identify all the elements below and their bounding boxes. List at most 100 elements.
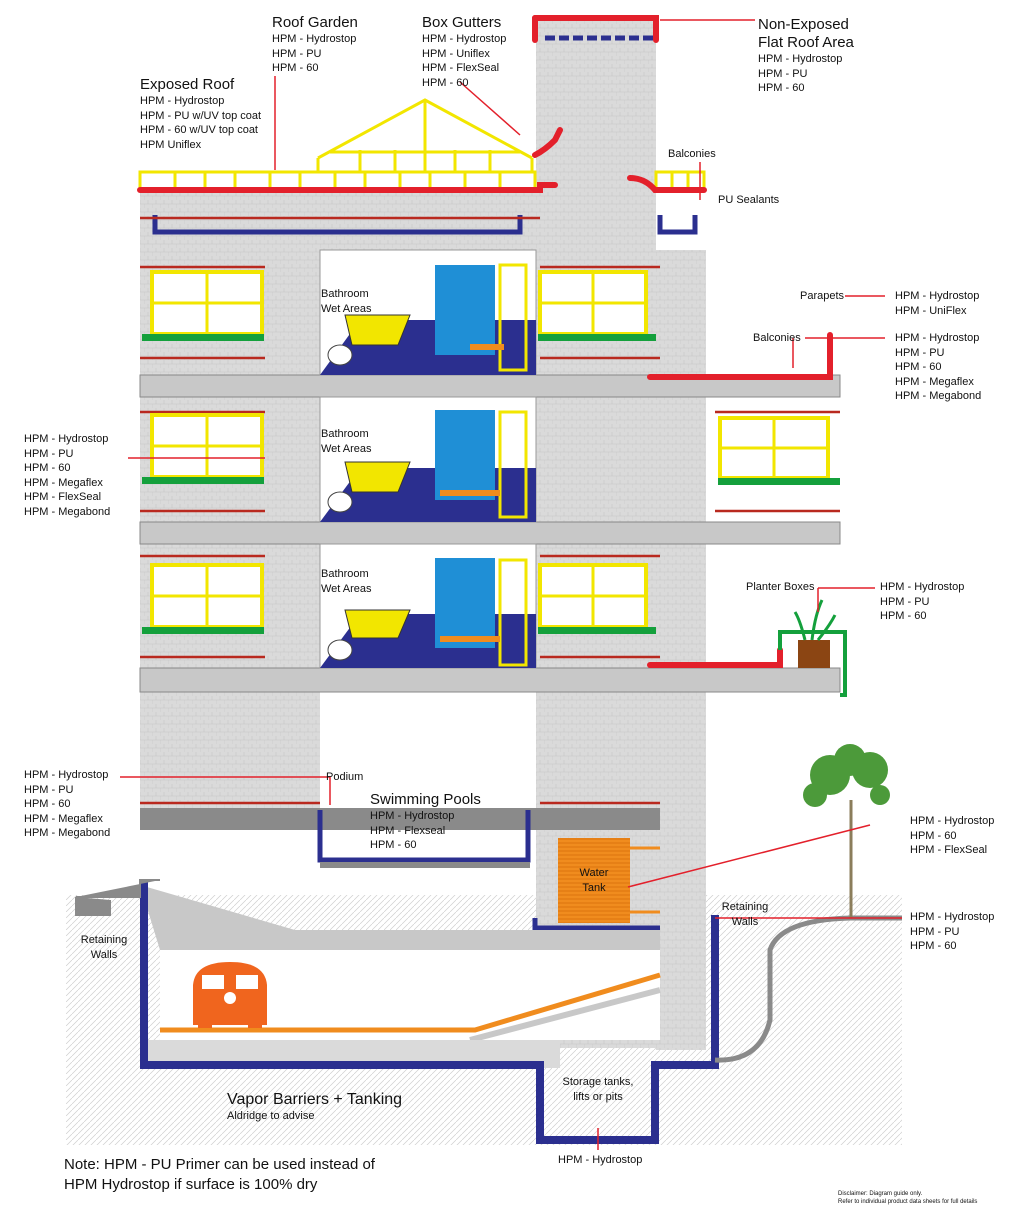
bathrooms [319,249,537,669]
box-gutters-item: HPM - Hydrostop [422,33,507,45]
planter-boxes-callout: HPM - Hydrostop HPM - PU HPM - 60 [880,580,964,624]
bathroom-line: Wet Areas [321,582,372,595]
bathroom-line: Bathroom [321,428,369,440]
non-exposed-roof-title: Non-Exposed [758,16,849,33]
water-tank-illustration [532,838,660,931]
non-exposed-roof-item: HPM - Hydrostop [758,53,843,65]
non-exposed-roof-item: HPM - PU [758,67,808,80]
roof-garden-title: Roof Garden [272,14,358,31]
podium-left-item: HPM - 60 [24,798,71,810]
disclaimer-line: Refer to individual product data sheets … [838,1199,978,1205]
retaining-walls-right-label: Retaining Walls [717,900,773,929]
disclaimer: Disclaimer: Diagram guide only. Refer to… [838,1190,977,1206]
wall-left-item: HPM - PU [24,447,74,460]
podium-left-item: HPM - PU [24,783,74,796]
podium-left-item: HPM - Megabond [24,827,111,839]
bathroom-label: Bathroom Wet Areas [321,287,372,316]
roof-garden-item: HPM - Hydrostop [272,33,357,45]
retaining-walls-left-label: Retaining Walls [76,933,132,962]
planter-box-illustration [778,599,847,697]
bathroom-line: Wet Areas [321,442,372,455]
windows [142,270,840,634]
exposed-roof-item: HPM - 60 w/UV top coat [140,124,258,136]
parapets-label: Parapets [800,290,845,302]
vapor-barriers-title: Vapor Barriers + Tanking [227,1091,403,1108]
box-gutters-item: HPM - 60 [422,76,469,89]
retaining-walls-line: Walls [90,948,118,961]
bathroom-line: Bathroom [321,288,369,300]
swimming-pools-callout: Swimming Pools HPM - Hydrostop HPM - Fle… [370,791,481,853]
non-exposed-roof-item: HPM - 60 [758,82,805,94]
planter-boxes-item: HPM - Hydrostop [880,581,965,593]
drain-pipes [152,35,698,235]
planter-boxes-item: HPM - PU [880,595,930,608]
floor-slabs [139,374,841,830]
planter-boxes-label: Planter Boxes [746,581,815,593]
disclaimer-line: Disclaimer: Diagram guide only. [838,1191,923,1197]
wall-left-item: HPM - Hydrostop [24,433,109,445]
water-tank-label: Water Tank [570,866,618,895]
tree-icon [803,744,890,918]
retaining-walls-right-callout: HPM - Hydrostop HPM - PU HPM - 60 [910,910,994,954]
podium-label: Podium [326,771,364,783]
parapets-callout: HPM - Hydrostop HPM - UniFlex [895,289,979,318]
balconies-side-item: HPM - Hydrostop [895,332,980,344]
exposed-roof-item: HPM - PU w/UV top coat [140,109,262,122]
retaining-walls-line: Retaining [80,934,128,946]
balconies-top-label: Balconies [668,148,716,160]
exposed-roof-title: Exposed Roof [140,76,235,93]
balconies-side-label: Balconies [753,332,801,344]
box-gutters-title: Box Gutters [422,14,502,31]
non-exposed-roof-callout: Non-Exposed Flat Roof Area HPM - Hydrost… [758,16,854,96]
water-tank-line: Water [579,867,609,879]
parapets-item: HPM - Hydrostop [895,290,980,302]
roof-garden-item: HPM - 60 [272,62,319,74]
swimming-pools-item: HPM - Flexseal [370,824,446,837]
retaining-walls-item: HPM - 60 [910,940,957,952]
bathroom-line: Wet Areas [321,302,372,315]
roof-garden-callout: Roof Garden HPM - Hydrostop HPM - PU HPM… [272,14,358,76]
retaining-walls-line: Walls [731,915,759,928]
wall-left-item: HPM - 60 [24,462,71,474]
tank-right-item: HPM - 60 [910,829,957,842]
box-gutters-item: HPM - FlexSeal [422,62,500,74]
pu-sealants-label: PU Sealants [718,194,780,206]
storage-tanks-line: Storage tanks, [562,1076,634,1088]
storage-tanks-label: Storage tanks, lifts or pits [558,1075,638,1104]
retaining-walls-item: HPM - Hydrostop [910,911,995,923]
tank-right-item: HPM - Hydrostop [910,815,995,827]
box-gutters-callout: Box Gutters HPM - Hydrostop HPM - Unifle… [422,14,506,90]
leader-lines [120,19,902,1150]
bathroom-label: Bathroom Wet Areas [321,567,372,596]
roof-garden-item: HPM - PU [272,47,322,60]
primer-note-line: HPM Hydrostop if surface is 100% dry [64,1176,318,1193]
swimming-pools-title: Swimming Pools [370,791,481,808]
balconies-side-item: HPM - 60 [895,361,942,373]
podium-left-item: HPM - Hydrostop [24,769,109,781]
middle-wall [320,190,536,250]
swimming-pools-item: HPM - Hydrostop [370,810,455,822]
exposed-roof-callout: Exposed Roof HPM - Hydrostop HPM - PU w/… [140,76,261,152]
bathroom-label: Bathroom Wet Areas [321,427,372,456]
exposed-roof-item: HPM - Hydrostop [140,95,225,107]
non-exposed-roof-title: Flat Roof Area [758,34,854,51]
storage-tanks-item: HPM - Hydrostop [558,1154,643,1166]
floor-membranes [140,216,840,805]
storage-tanks-line: lifts or pits [573,1090,623,1103]
primer-note: Note: HPM - PU Primer can be used instea… [64,1155,375,1195]
balcony-membranes [647,332,833,668]
balconies-side-callout: HPM - Hydrostop HPM - PU HPM - 60 HPM - … [895,331,981,404]
balconies-side-item: HPM - PU [895,346,945,359]
wall-left-item: HPM - Megabond [24,505,111,518]
roof-membrane [137,15,707,193]
wall-left-callout: HPM - Hydrostop HPM - PU HPM - 60 HPM - … [24,432,110,519]
vapor-barriers-callout: Vapor Barriers + Tanking Aldridge to adv… [227,1091,402,1124]
exposed-roof-item: HPM Uniflex [140,138,202,151]
tank-right-callout: HPM - Hydrostop HPM - 60 HPM - FlexSeal [910,814,994,858]
right-column [656,250,706,1050]
box-gutters-item: HPM - Uniflex [422,47,490,60]
swimming-pool-illustration [317,810,531,868]
retaining-walls-item: HPM - PU [910,925,960,938]
